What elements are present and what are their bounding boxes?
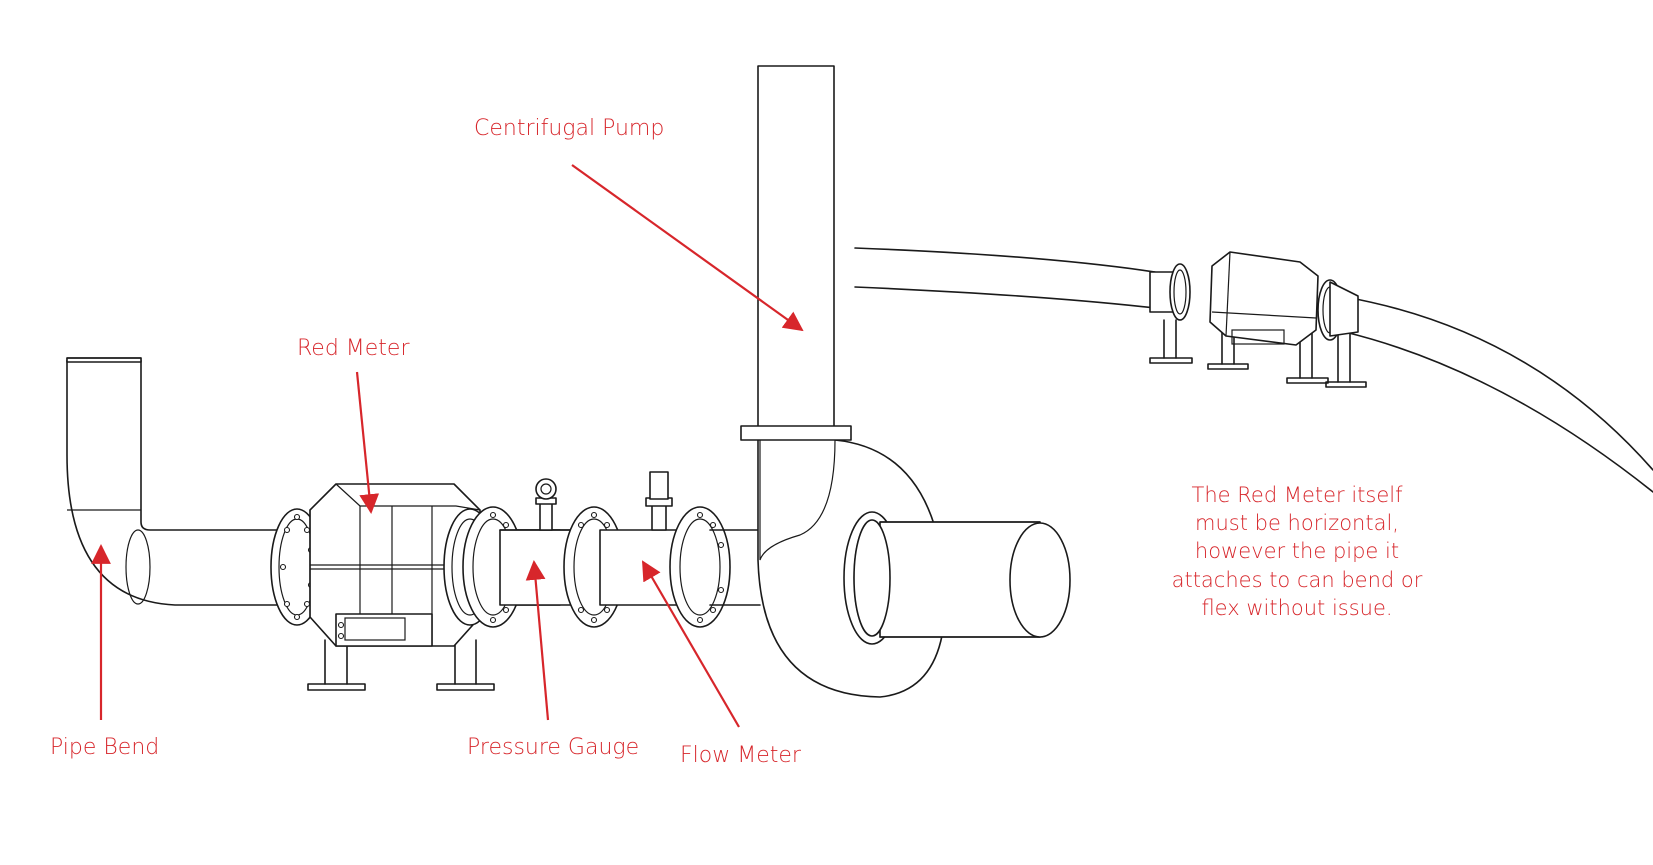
label-pressure-gauge: Pressure Gauge (467, 735, 639, 760)
note-line-3: however the pipe it (1195, 539, 1399, 563)
label-red-meter: Red Meter (297, 336, 410, 361)
pipe-run-drawing (462, 471, 761, 628)
arrow-red-meter (355, 371, 380, 514)
label-centrifugal-pump: Centrifugal Pump (474, 116, 664, 141)
arrow-centrifugal-pump (571, 164, 804, 332)
annotation-arrows (91, 164, 804, 728)
note-line-1: The Red Meter itself (1192, 483, 1404, 507)
label-flow-meter: Flow Meter (680, 743, 802, 768)
arrow-flow-meter (642, 560, 740, 728)
arrow-pressure-gauge (525, 560, 550, 721)
label-pipe-bend: Pipe Bend (50, 735, 159, 760)
note-line-5: flex without issue. (1201, 596, 1392, 620)
pipe-bend-drawing (66, 357, 291, 606)
note-line-4: attaches to can bend or (1172, 568, 1423, 592)
red-meter-drawing (270, 483, 497, 691)
note-text: The Red Meter itself must be horizontal,… (1172, 483, 1423, 620)
pump-drawing (740, 65, 1071, 698)
curved-pipe-drawing (854, 247, 1653, 493)
note-line-2: must be horizontal, (1195, 511, 1399, 535)
